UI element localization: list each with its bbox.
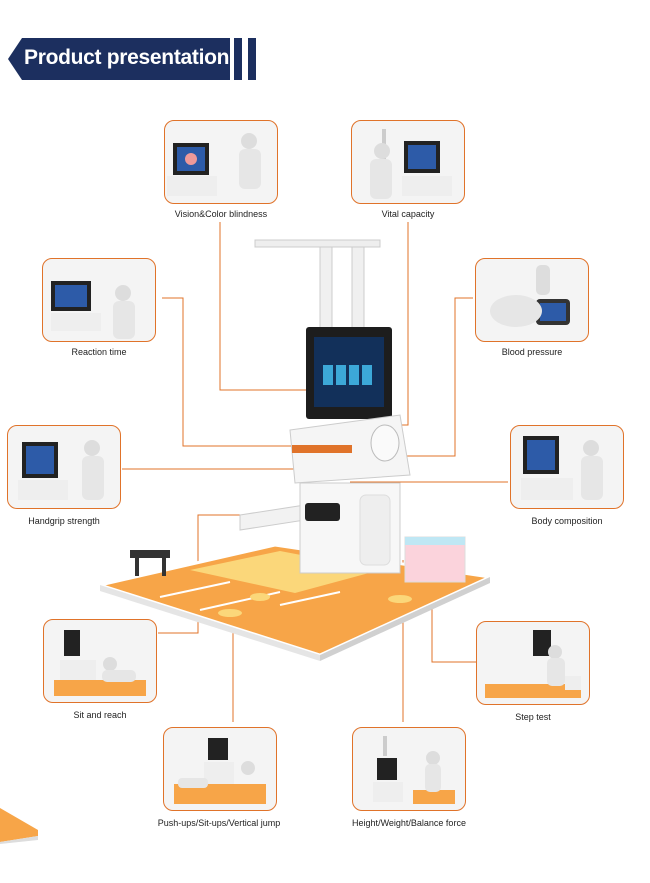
- floor-tile-fragment: [0, 808, 38, 844]
- thumb-vital: [351, 120, 465, 204]
- caption-steptest: Step test: [515, 712, 551, 722]
- thumb-sitreach: [43, 619, 157, 703]
- caption-pushups: Push-ups/Sit-ups/Vertical jump: [157, 818, 281, 828]
- header-stripe: [234, 38, 242, 80]
- caption-height: Height/Weight/Balance force: [352, 818, 466, 828]
- caption-sitreach: Sit and reach: [73, 710, 127, 720]
- main-machine-illustration: [94, 239, 496, 661]
- thumb-vision: [164, 120, 278, 204]
- thumb-reaction: [42, 258, 156, 342]
- caption-handgrip: Handgrip strength: [28, 516, 100, 526]
- thumb-height: [352, 727, 466, 811]
- caption-body: Body composition: [531, 516, 603, 526]
- thumb-handgrip: [7, 425, 121, 509]
- thumb-steptest: [476, 621, 590, 705]
- thumb-body: [510, 425, 624, 509]
- caption-vision: Vision&Color blindness: [174, 209, 268, 219]
- caption-reaction: Reaction time: [71, 347, 127, 357]
- caption-blood: Blood pressure: [501, 347, 563, 357]
- header-stripe: [248, 38, 256, 80]
- thumb-pushups: [163, 727, 277, 811]
- header-banner: [8, 38, 230, 80]
- caption-vital: Vital capacity: [381, 209, 435, 219]
- page-title: Product presentation: [24, 46, 230, 69]
- thumb-blood: [475, 258, 589, 342]
